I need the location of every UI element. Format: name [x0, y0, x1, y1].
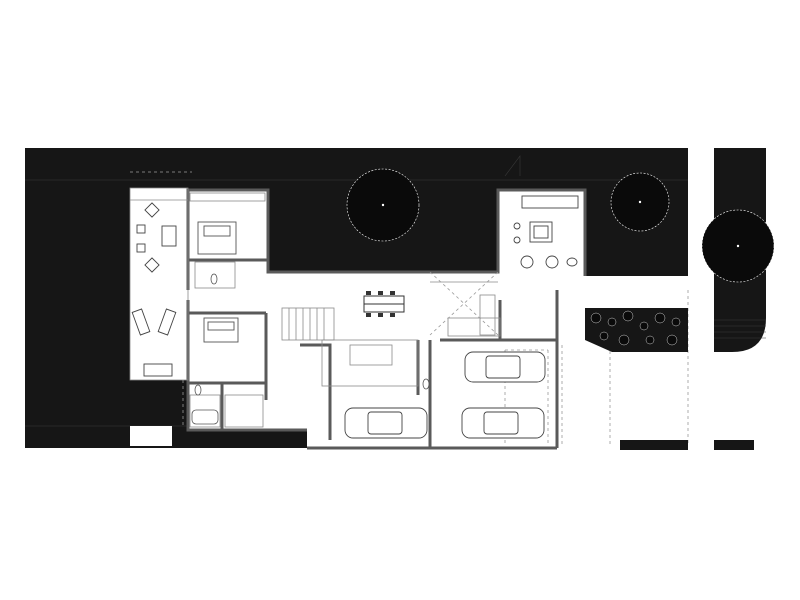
- dining-table: [363, 295, 405, 313]
- terrace-furniture: [131, 202, 177, 377]
- cars: [344, 351, 546, 439]
- sofa: [447, 317, 501, 337]
- bathtub: [191, 409, 219, 425]
- tree-centers: [381, 200, 740, 248]
- main-house-floor: [188, 190, 600, 448]
- interior-lines: [129, 187, 501, 428]
- family-furniture: [513, 195, 579, 269]
- outdoor-terrace: [130, 188, 188, 380]
- primary-bed: [197, 221, 237, 255]
- planter-bed: [585, 308, 688, 450]
- car: [461, 407, 545, 439]
- dining-chairs: [366, 291, 395, 317]
- toilet: [194, 273, 430, 396]
- kitchen-island: [349, 344, 393, 366]
- side-strip-foot: [714, 440, 754, 450]
- car: [344, 407, 428, 439]
- stair: [281, 307, 335, 341]
- interior-floor: [130, 188, 600, 448]
- bed-2: [203, 317, 239, 343]
- outdoor-box: [130, 426, 172, 446]
- car: [464, 351, 546, 383]
- family-bench: [479, 294, 496, 336]
